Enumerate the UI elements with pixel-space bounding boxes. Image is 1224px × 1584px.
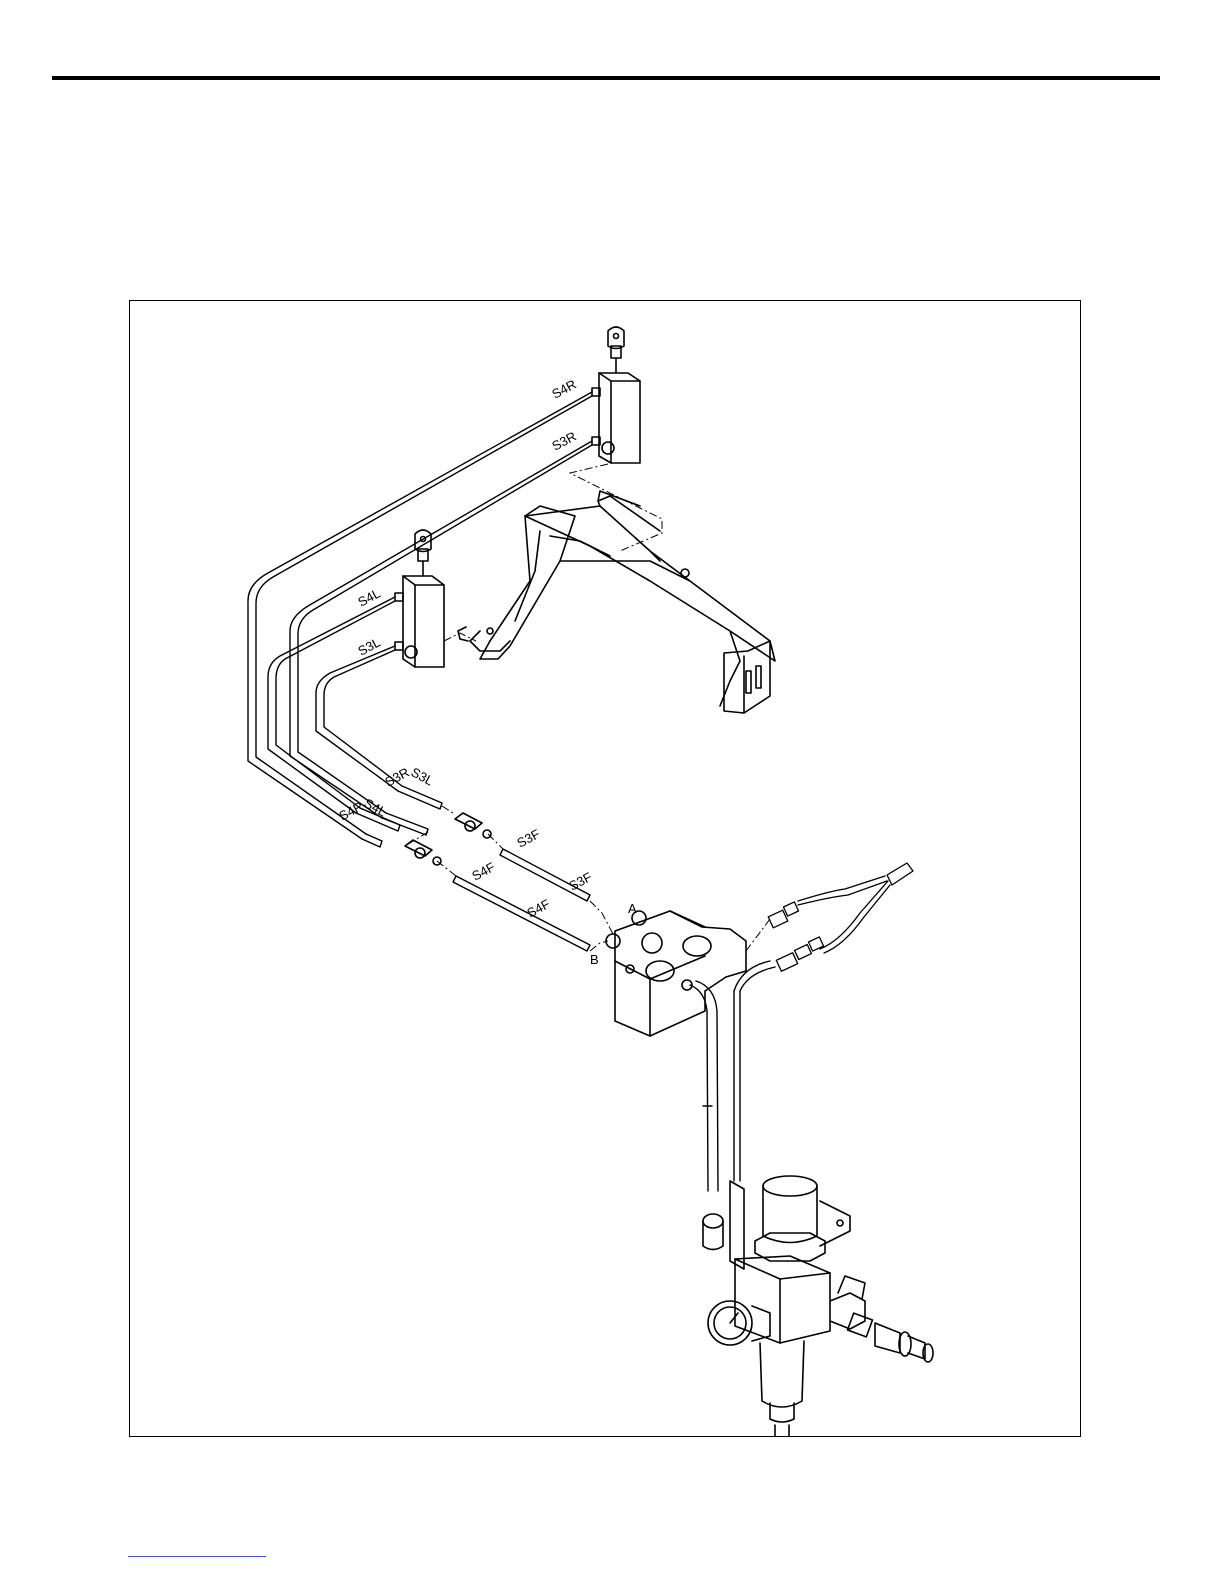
coupler-upper [455,813,491,838]
label-s3r-cyl: S3R [549,429,578,454]
diagram-frame: S4R S3R S4L S3L S3L S3R S4L S4R S3F S3F … [129,300,1081,1437]
right-cylinder [592,327,640,463]
header-rule [52,76,1160,80]
label-s4r-cyl: S4R [549,377,578,402]
footer-link-underline[interactable] [128,1556,266,1557]
label-s3f-a: S3F [514,826,542,850]
label-s3r-end: S3R [382,765,411,790]
label-s3l-end: S3L [409,764,436,788]
port-a-label: A [628,901,637,916]
coupler-lower [405,840,441,865]
label-s4l-end: S4L [362,795,389,819]
label-s4f-a: S4F [469,859,497,883]
front-tubes [453,849,590,951]
pneumatic-schematic: S4R S3R S4L S3L S3L S3R S4L S4R S3F S3F … [130,301,1082,1438]
valve-block [606,911,746,1036]
filter-regulator [703,1176,933,1436]
arm-frame [458,491,775,713]
cable-harness [768,863,913,971]
tube-labels: S4R S3R S4L S3L S3L S3R S4L S4R S3F S3F … [336,377,594,921]
label-s3l-cyl: S3L [355,635,382,659]
supply-lines [690,961,775,1191]
port-b-label: B [590,952,599,967]
label-s4f-b: S4F [524,896,552,920]
